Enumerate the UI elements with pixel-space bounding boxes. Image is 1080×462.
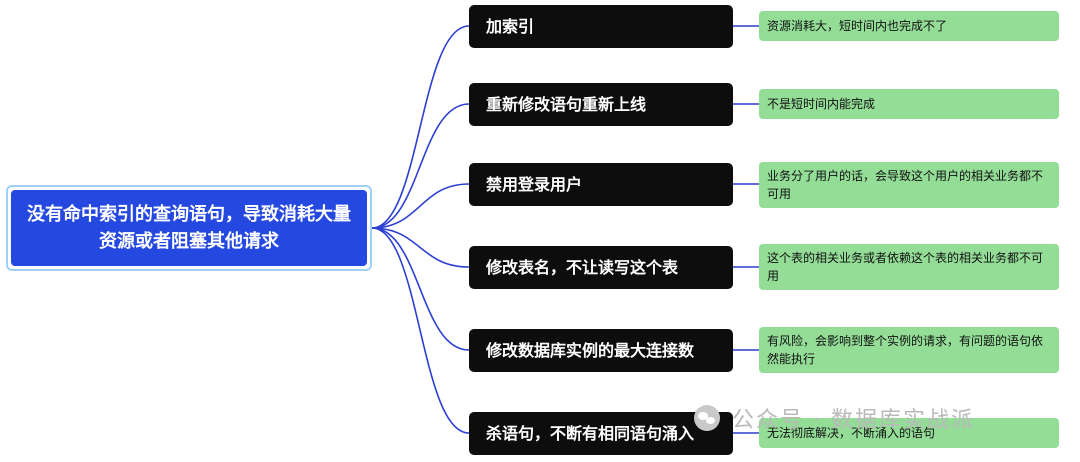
note-add-index[interactable]: 资源消耗大，短时间内也完成不了 bbox=[759, 11, 1059, 41]
connector-root-branch-4 bbox=[371, 227, 470, 268]
watermark-text: 公众号 · 数据库实战派 bbox=[732, 408, 975, 433]
watermark: 公众号 · 数据库实战派 bbox=[694, 398, 975, 438]
root-topic-text: 没有命中索引的查询语句，导致消耗大量资源或者阻塞其他请求 bbox=[11, 190, 367, 266]
connector-root-branch-1 bbox=[371, 25, 470, 229]
note-kill-statement[interactable]: 无法彻底解决，不断涌入的语句 bbox=[759, 418, 1059, 448]
root-topic[interactable]: 没有命中索引的查询语句，导致消耗大量资源或者阻塞其他请求 bbox=[6, 185, 372, 271]
root-to-branch-connectors bbox=[371, 25, 470, 434]
branch-rename-table[interactable]: 修改表名，不让读写这个表 bbox=[469, 246, 733, 289]
wechat-logo-icon bbox=[694, 405, 720, 431]
note-modify-statement[interactable]: 不是短时间内能完成 bbox=[759, 89, 1059, 119]
connector-root-branch-2 bbox=[371, 103, 470, 229]
branch-disable-login-user[interactable]: 禁用登录用户 bbox=[469, 163, 733, 206]
branch-max-connections[interactable]: 修改数据库实例的最大连接数 bbox=[469, 329, 733, 372]
connector-root-branch-5 bbox=[371, 227, 470, 351]
branch-modify-statement[interactable]: 重新修改语句重新上线 bbox=[469, 83, 733, 126]
note-rename-table[interactable]: 这个表的相关业务或者依赖这个表的相关业务都不可用 bbox=[759, 244, 1059, 290]
connector-root-branch-6 bbox=[371, 227, 470, 434]
branch-to-note-connectors bbox=[732, 25, 759, 434]
note-disable-login-user[interactable]: 业务分了用户的话，会导致这个用户的相关业务都不可用 bbox=[759, 162, 1059, 208]
branch-add-index[interactable]: 加索引 bbox=[469, 5, 733, 48]
branch-kill-statement[interactable]: 杀语句，不断有相同语句涌入 bbox=[469, 412, 733, 455]
note-max-connections[interactable]: 有风险，会影响到整个实例的请求，有问题的语句依然能执行 bbox=[759, 327, 1059, 373]
connector-root-branch-3 bbox=[371, 183, 470, 229]
